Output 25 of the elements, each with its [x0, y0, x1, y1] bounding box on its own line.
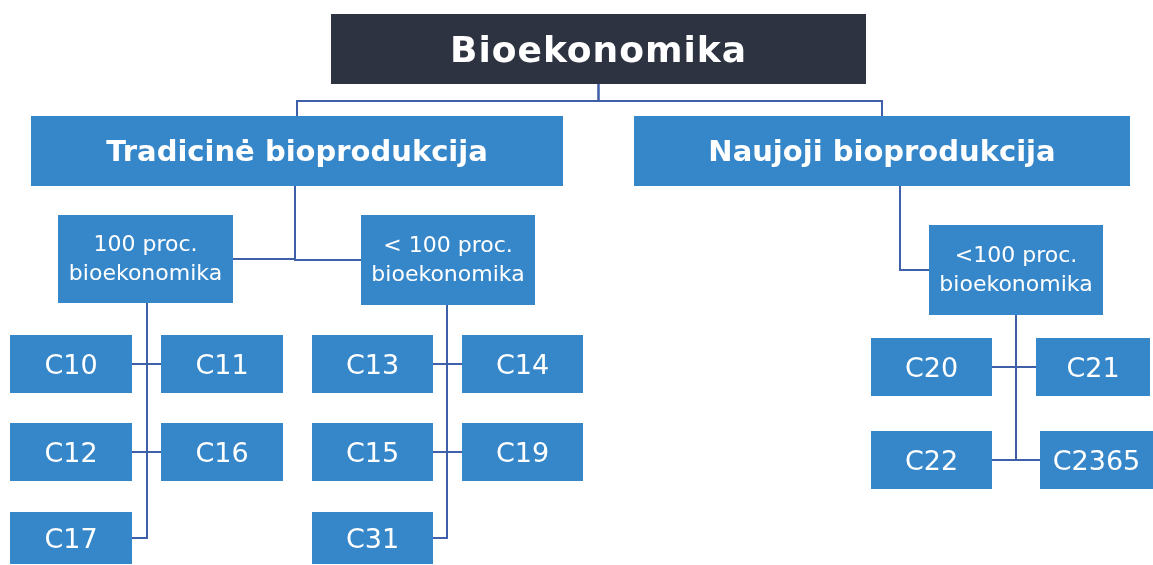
connector-line	[1015, 314, 1041, 461]
title-box: Bioekonomika	[331, 14, 866, 84]
code-box: C17	[10, 512, 132, 564]
category-box: Naujoji bioprodukcija	[634, 116, 1130, 186]
code-box: C22	[871, 431, 992, 489]
subcategory-box: < 100 proc. bioekonomika	[361, 215, 535, 305]
code-box: C19	[462, 423, 583, 481]
code-box: C16	[161, 423, 283, 481]
connector-line	[899, 185, 930, 271]
code-box: C11	[161, 335, 283, 393]
subcategory-box: <100 proc. bioekonomika	[929, 225, 1103, 315]
code-box: C15	[312, 423, 433, 481]
code-box: C31	[312, 512, 433, 564]
code-box: C2365	[1040, 431, 1153, 489]
code-box: C10	[10, 335, 132, 393]
code-box: C12	[10, 423, 132, 481]
connector-line	[432, 304, 448, 539]
code-box: C13	[312, 335, 433, 393]
code-box: C20	[871, 338, 992, 396]
code-box: C14	[462, 335, 583, 393]
connector-line	[131, 302, 148, 539]
subcategory-box: 100 proc. bioekonomika	[58, 215, 233, 303]
category-box: Tradicinė bioprodukcija	[31, 116, 563, 186]
code-box: C21	[1036, 338, 1150, 396]
connector-line	[597, 83, 883, 117]
